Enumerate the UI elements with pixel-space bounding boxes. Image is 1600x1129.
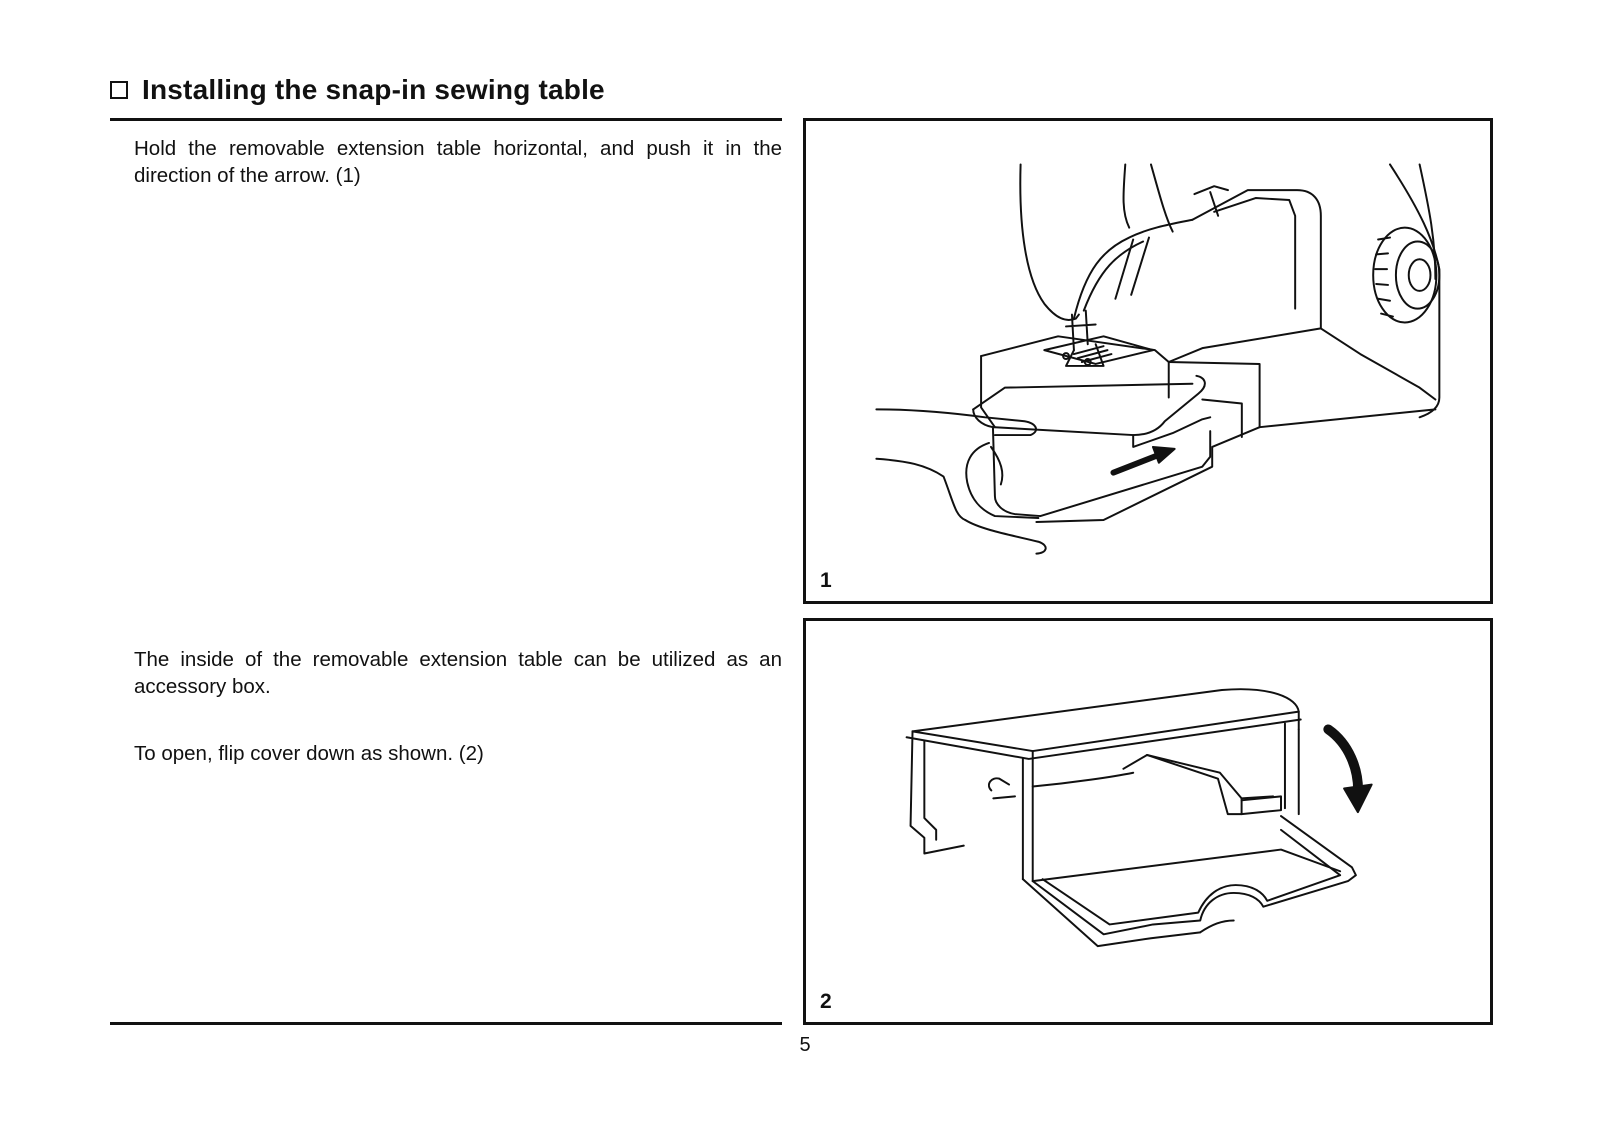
sewing-machine-illustration-icon (875, 163, 1441, 555)
figure-1-label: 1 (820, 569, 832, 592)
accessory-box-illustration-icon (905, 688, 1373, 948)
figure-2: 2 (803, 618, 1493, 1025)
figure-1: 1 (803, 118, 1493, 604)
paragraph-open-cover: To open, flip cover down as shown. (2) (134, 742, 484, 765)
checkbox-square-icon (110, 81, 128, 99)
bottom-rule (110, 1022, 782, 1025)
paragraph-install-instruction: Hold the removable extension table horiz… (134, 137, 782, 187)
figure-2-label: 2 (820, 990, 832, 1013)
page-number: 5 (799, 1034, 811, 1056)
paragraph-accessory-box: The inside of the removable extension ta… (134, 648, 782, 698)
top-rule (110, 118, 782, 121)
section-title: Installing the snap-in sewing table (142, 74, 605, 105)
section-heading: Installing the snap-in sewing table (110, 74, 605, 106)
